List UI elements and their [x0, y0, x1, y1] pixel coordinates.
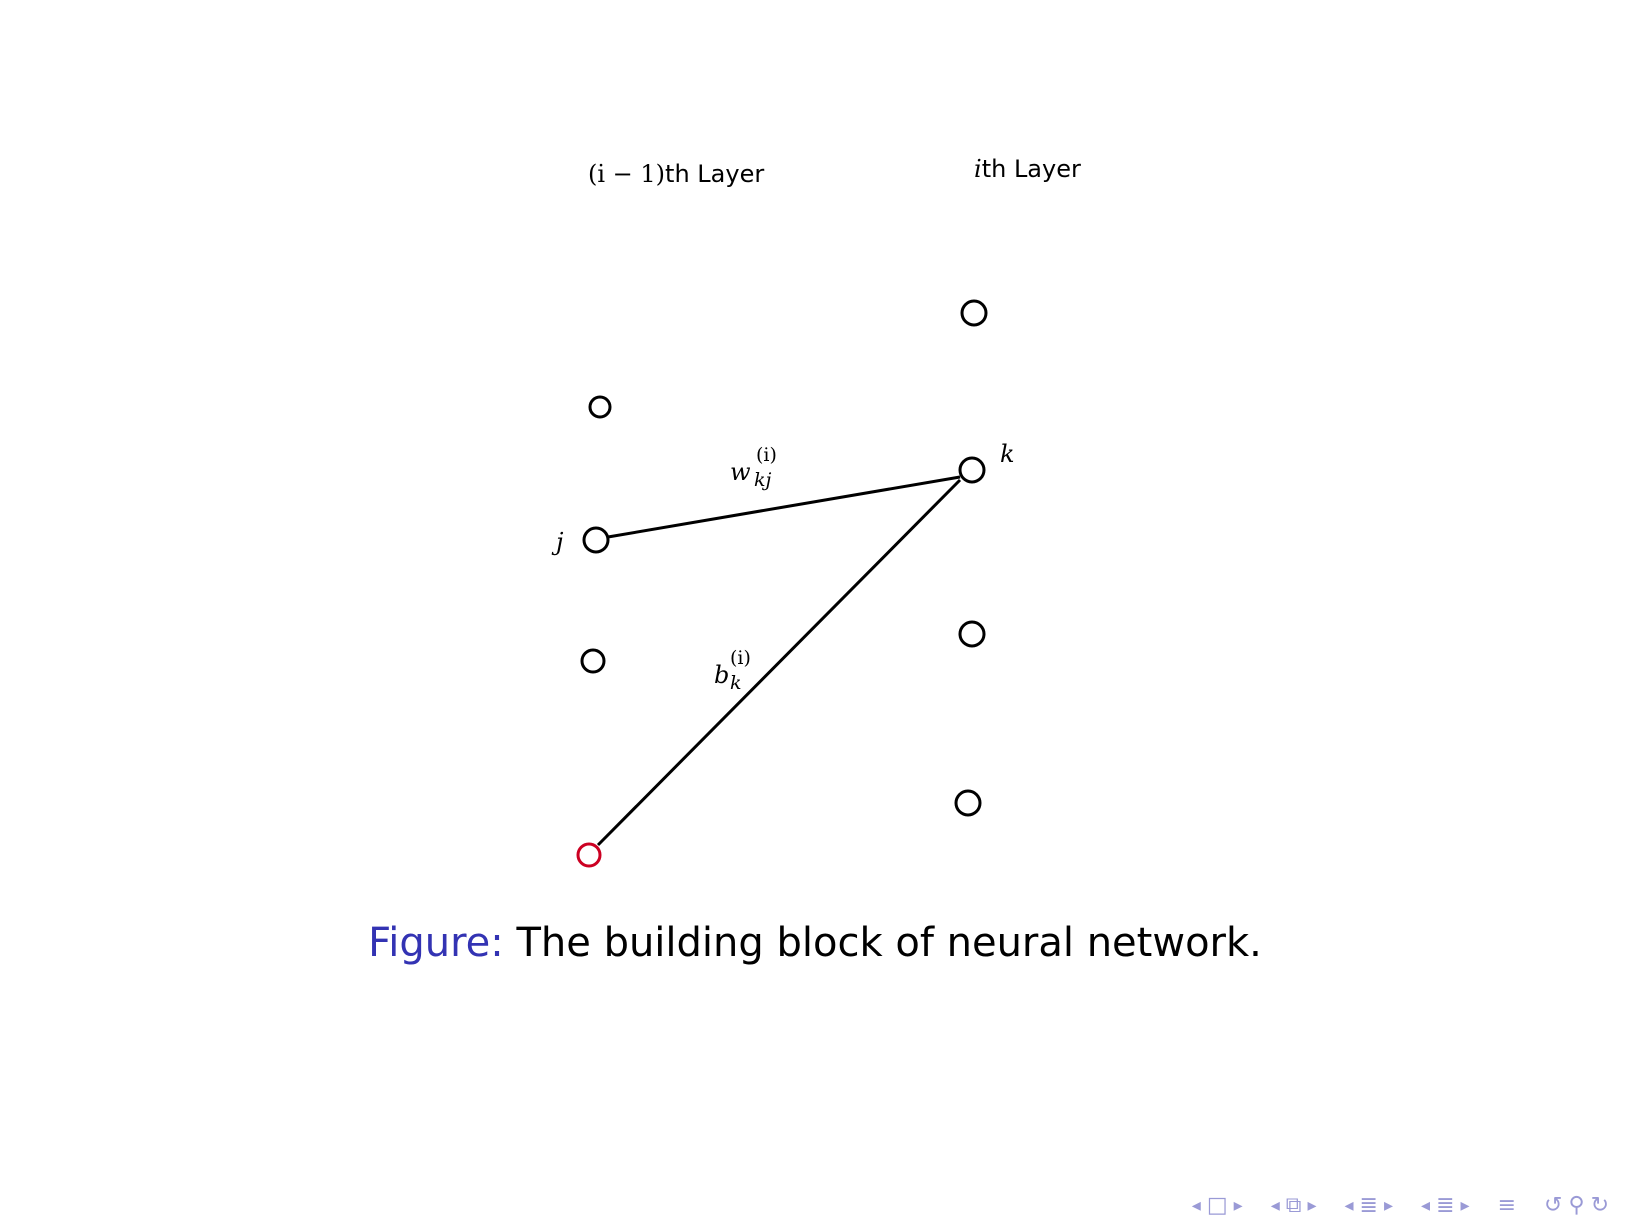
align-icon[interactable]: ≡ [1497, 1192, 1516, 1218]
bias-node [576, 842, 602, 868]
left-layer-text: th Layer [665, 160, 765, 188]
arrow-left-icon[interactable]: ◂ [1421, 1194, 1431, 1216]
weight-label-sup: (i) [756, 444, 777, 466]
subsection-icon[interactable]: ⧉ [1285, 1192, 1302, 1218]
frame-icon[interactable]: □ [1206, 1192, 1228, 1218]
forward-icon[interactable]: ↻ [1590, 1192, 1609, 1218]
figure-caption: Figure: The building block of neural net… [0, 920, 1630, 966]
section-icon[interactable]: ≣ [1359, 1192, 1378, 1218]
nav-appendix-group: ≡ [1495, 1193, 1519, 1218]
right-layer-text: th Layer [981, 155, 1081, 183]
right-layer-label: ith Layer [974, 155, 1081, 183]
bias-label-sub: k [730, 672, 742, 694]
navigation-bar: ◂ □ ▸ ◂ ⧉ ▸ ◂ ≣ ▸ ◂ ≣ ▸ ≡ ↺ ⚲ ↻ [1167, 1190, 1612, 1220]
arrow-right-icon[interactable]: ▸ [1460, 1194, 1470, 1216]
right-node-k [958, 456, 986, 484]
left-node-3 [580, 648, 606, 674]
right-node-1 [960, 299, 988, 327]
caption-prefix: Figure: [368, 920, 504, 966]
arrow-right-icon[interactable]: ▸ [1383, 1194, 1394, 1216]
weight-edge [607, 475, 961, 539]
arrow-left-icon[interactable]: ◂ [1344, 1194, 1354, 1216]
left-layer-label: (i − 1)th Layer [588, 160, 764, 188]
arrow-right-icon[interactable]: ▸ [1307, 1194, 1317, 1216]
node-label-k: k [1000, 440, 1015, 468]
left-layer-math: (i − 1) [588, 160, 666, 188]
arrow-left-icon[interactable]: ◂ [1191, 1194, 1201, 1216]
nav-subsection-group: ◂ ⧉ ▸ [1268, 1193, 1320, 1218]
back-icon[interactable]: ↺ [1544, 1192, 1563, 1218]
weight-label-base: w [730, 458, 751, 486]
bias-edge [596, 478, 962, 847]
arrow-right-icon[interactable]: ▸ [1233, 1194, 1243, 1216]
bias-label: b (i) k [714, 649, 751, 693]
right-node-3 [958, 620, 986, 648]
align-icon[interactable]: ≣ [1436, 1192, 1455, 1218]
caption-text: The building block of neural network. [516, 920, 1262, 966]
weight-label-sub: kj [754, 469, 772, 491]
nav-search-group: ↺ ⚲ ↻ [1541, 1193, 1612, 1218]
left-node-j [582, 526, 610, 554]
right-node-4 [954, 789, 982, 817]
search-icon[interactable]: ⚲ [1568, 1192, 1585, 1218]
nav-section-group: ◂ ≣ ▸ [1342, 1193, 1397, 1218]
bias-label-base: b [714, 661, 730, 689]
bias-label-sup: (i) [730, 647, 751, 669]
arrow-left-icon[interactable]: ◂ [1270, 1194, 1280, 1216]
right-layer-math: i [974, 155, 982, 183]
node-label-j: j [556, 528, 564, 556]
nav-frame-group: ◂ □ ▸ [1189, 1193, 1246, 1218]
left-node-1 [588, 395, 612, 419]
weight-label: w (i) kj [730, 446, 777, 490]
nav-document-group: ◂ ≣ ▸ [1418, 1193, 1473, 1218]
